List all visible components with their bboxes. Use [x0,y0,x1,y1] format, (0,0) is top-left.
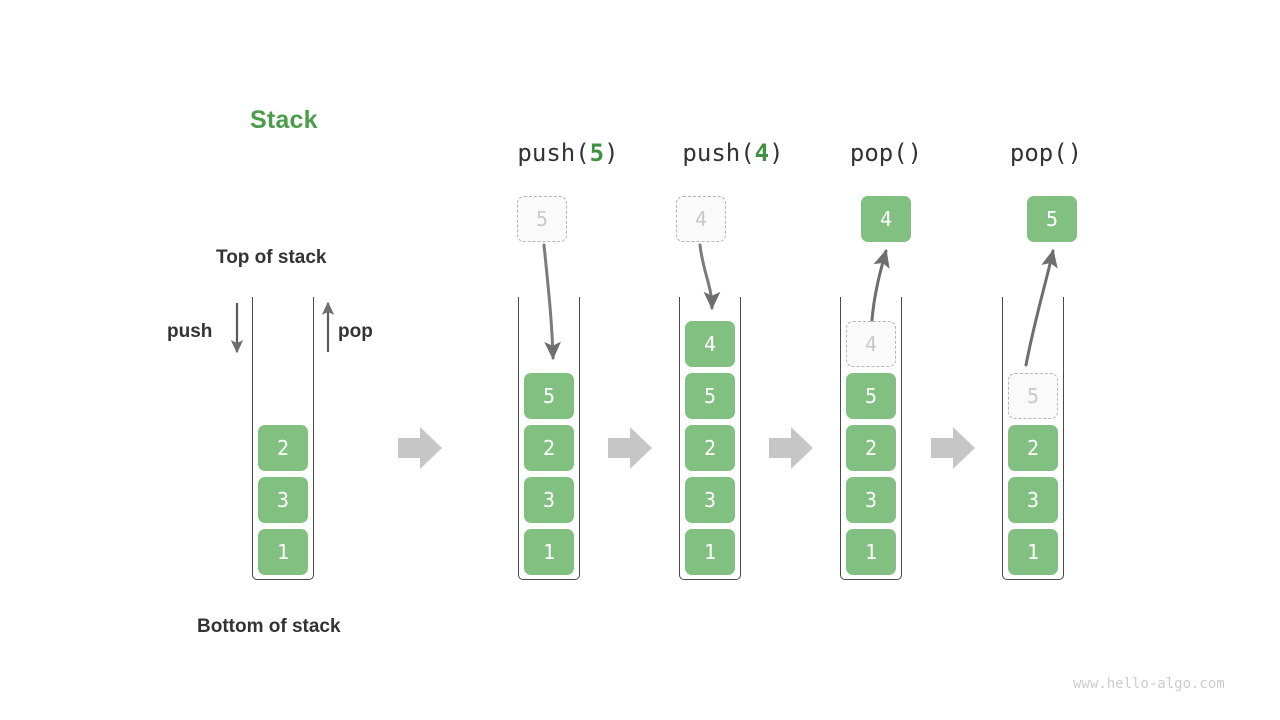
top-of-stack-label: Top of stack [216,247,327,268]
stack-cell: 3 [685,477,735,523]
operation-caption-pop-1: pop() [850,139,922,167]
stack-cell: 1 [1008,529,1058,575]
stack-cell: 2 [524,425,574,471]
stack-cell: 3 [258,477,308,523]
page-title: Stack [250,106,318,134]
operation-caption-push-4: push(4) [682,139,783,167]
pop-label: pop [338,321,373,342]
stack-cell: 1 [524,529,574,575]
caption-prefix: push( [517,139,590,167]
stack-cell: 5 [524,373,574,419]
stack-cell: 3 [1008,477,1058,523]
watermark: www.hello-algo.com [1073,676,1225,692]
floating-element-ghost: 4 [676,196,726,242]
caption-prefix: push( [682,139,755,167]
stack-cell: 3 [524,477,574,523]
caption-suffix: ) [1067,139,1083,167]
caption-arg: 5 [589,139,605,167]
stack-cell-ghost: 4 [846,321,896,367]
stack-cell: 1 [258,529,308,575]
popped-element: 4 [861,196,911,242]
caption-prefix: pop( [1009,139,1068,167]
caption-prefix: pop( [849,139,908,167]
popped-element: 5 [1027,196,1077,242]
stack-container-push-5 [518,297,580,580]
stack-cell: 1 [846,529,896,575]
floating-element-ghost: 5 [517,196,567,242]
stack-cell: 5 [685,373,735,419]
stack-container-pop-2 [1002,297,1064,580]
stack-container-pop-1 [840,297,902,580]
stack-cell: 3 [846,477,896,523]
stack-cell: 4 [685,321,735,367]
stack-cell: 2 [846,425,896,471]
stage-transition-arrow [608,427,652,469]
caption-suffix: ) [769,139,784,167]
stage-transition-arrow [769,427,813,469]
stack-cell: 5 [846,373,896,419]
stack-cell-ghost: 5 [1008,373,1058,419]
bottom-of-stack-label: Bottom of stack [197,616,341,637]
stack-container-initial [252,297,314,580]
stack-container-push-4 [679,297,741,580]
stage-transition-arrow [931,427,975,469]
stack-cell: 2 [685,425,735,471]
stage-transition-arrow [398,427,442,469]
operation-caption-pop-2: pop() [1010,139,1082,167]
stack-cell: 1 [685,529,735,575]
caption-suffix: ) [907,139,923,167]
stack-cell: 2 [1008,425,1058,471]
push-label: push [167,321,213,342]
caption-suffix: ) [604,139,619,167]
caption-arg: 4 [754,139,770,167]
stack-cell: 2 [258,425,308,471]
operation-caption-push-5: push(5) [517,139,618,167]
